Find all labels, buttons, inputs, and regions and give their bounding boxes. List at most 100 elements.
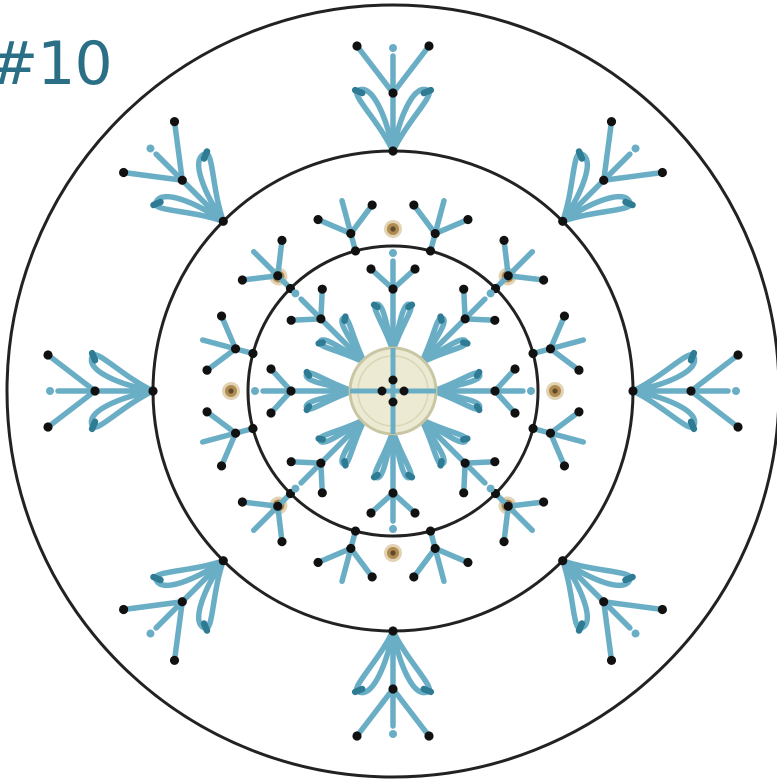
loop-stitch xyxy=(374,475,378,477)
outer-motif xyxy=(352,41,433,155)
loop-stitch xyxy=(625,575,632,582)
loop-stitch xyxy=(343,461,347,465)
stitch-hole xyxy=(388,488,397,497)
loop-stitch xyxy=(463,341,467,345)
thread-branch xyxy=(508,486,543,521)
stitch-hole xyxy=(247,348,258,359)
thread-loop xyxy=(393,631,429,693)
stitch-hole xyxy=(388,684,397,693)
thread-branch xyxy=(393,46,429,93)
loop-stitch xyxy=(463,437,467,441)
thread-branch xyxy=(357,689,393,736)
stitch-hole xyxy=(117,603,130,616)
stitch-hole xyxy=(388,146,397,155)
loop-stitch xyxy=(153,200,160,207)
stitch-hole xyxy=(510,364,519,373)
stitch-hole xyxy=(388,626,397,635)
loop-stitch xyxy=(625,200,632,207)
stitch-hole xyxy=(498,535,511,548)
button-hole xyxy=(378,387,387,396)
thread-branch xyxy=(242,486,277,521)
stitch-hole xyxy=(168,654,181,667)
thread-stem xyxy=(301,419,365,483)
stitch-hole xyxy=(117,166,130,179)
loop-stitch xyxy=(374,305,378,307)
loop-stitch xyxy=(439,317,443,321)
thread-loop xyxy=(393,89,429,151)
stitch-hole xyxy=(43,422,52,431)
stitch-hole xyxy=(425,525,436,536)
stitch-hole xyxy=(510,408,519,417)
stitch-hole xyxy=(628,386,637,395)
loop-stitch xyxy=(408,305,412,307)
stitch-hole xyxy=(457,283,470,296)
guide-dot xyxy=(389,525,397,533)
outer-motif xyxy=(531,115,669,253)
guide-dot xyxy=(251,387,259,395)
stitch-hole xyxy=(527,423,538,434)
stitch-hole xyxy=(275,234,288,247)
loop-stitch xyxy=(202,151,209,158)
loop-stitch xyxy=(424,689,431,692)
loop-stitch xyxy=(477,372,479,376)
loop-stitch xyxy=(202,623,209,630)
loop-stitch xyxy=(691,353,694,360)
stitch-hole xyxy=(168,115,181,128)
bead xyxy=(546,382,564,400)
guide-dot xyxy=(389,730,397,738)
thread-branch xyxy=(262,240,297,275)
thread-branch xyxy=(488,506,523,541)
stitch-hole xyxy=(285,455,298,468)
thread-stem xyxy=(496,252,533,289)
thread-branch xyxy=(242,260,277,295)
thread-loop xyxy=(357,89,393,151)
stitch-hole xyxy=(537,496,550,509)
loop-stitch xyxy=(408,475,412,477)
guide-dot xyxy=(46,387,54,395)
stitch-hole xyxy=(527,348,538,359)
thread-loop xyxy=(91,355,153,391)
outer-motif xyxy=(117,115,255,253)
bead xyxy=(222,382,240,400)
bead xyxy=(384,544,402,562)
stitch-hole xyxy=(605,115,618,128)
bead xyxy=(384,220,402,238)
stitch-hole xyxy=(366,508,375,517)
thread-branch xyxy=(691,391,738,427)
stitch-hole xyxy=(388,88,397,97)
stitch-hole xyxy=(285,314,298,327)
outer-motif xyxy=(628,350,742,431)
loop-stitch xyxy=(477,406,479,410)
loop-stitch xyxy=(307,406,309,410)
inner-motif xyxy=(428,364,535,417)
center-button xyxy=(350,348,436,434)
stitch-hole xyxy=(316,486,329,499)
stitch-hole xyxy=(352,41,361,50)
stitch-hole xyxy=(388,284,397,293)
inner-motif xyxy=(251,364,358,417)
button-hole xyxy=(389,376,398,385)
stitch-hole xyxy=(656,603,669,616)
loop-stitch xyxy=(577,151,584,158)
loop-stitch xyxy=(319,437,323,441)
loop-stitch xyxy=(343,317,347,321)
stitch-hole xyxy=(366,264,375,273)
thread-branch xyxy=(48,355,95,391)
stitch-hole xyxy=(424,731,433,740)
button-hole xyxy=(400,387,409,396)
loop-stitch xyxy=(691,422,694,429)
thread-stem xyxy=(421,299,485,363)
outer-motif xyxy=(117,529,255,667)
stitch-hole xyxy=(410,508,419,517)
loop-stitch xyxy=(92,422,95,429)
thread-branch xyxy=(488,240,523,275)
stitch-hole xyxy=(236,273,249,286)
loop-stitch xyxy=(153,575,160,582)
stitch-hole xyxy=(656,166,669,179)
stitch-hole xyxy=(457,486,470,499)
stitch-hole xyxy=(247,423,258,434)
thread-branch xyxy=(393,689,429,736)
thread-loop xyxy=(357,631,393,693)
thread-stem xyxy=(254,494,291,531)
